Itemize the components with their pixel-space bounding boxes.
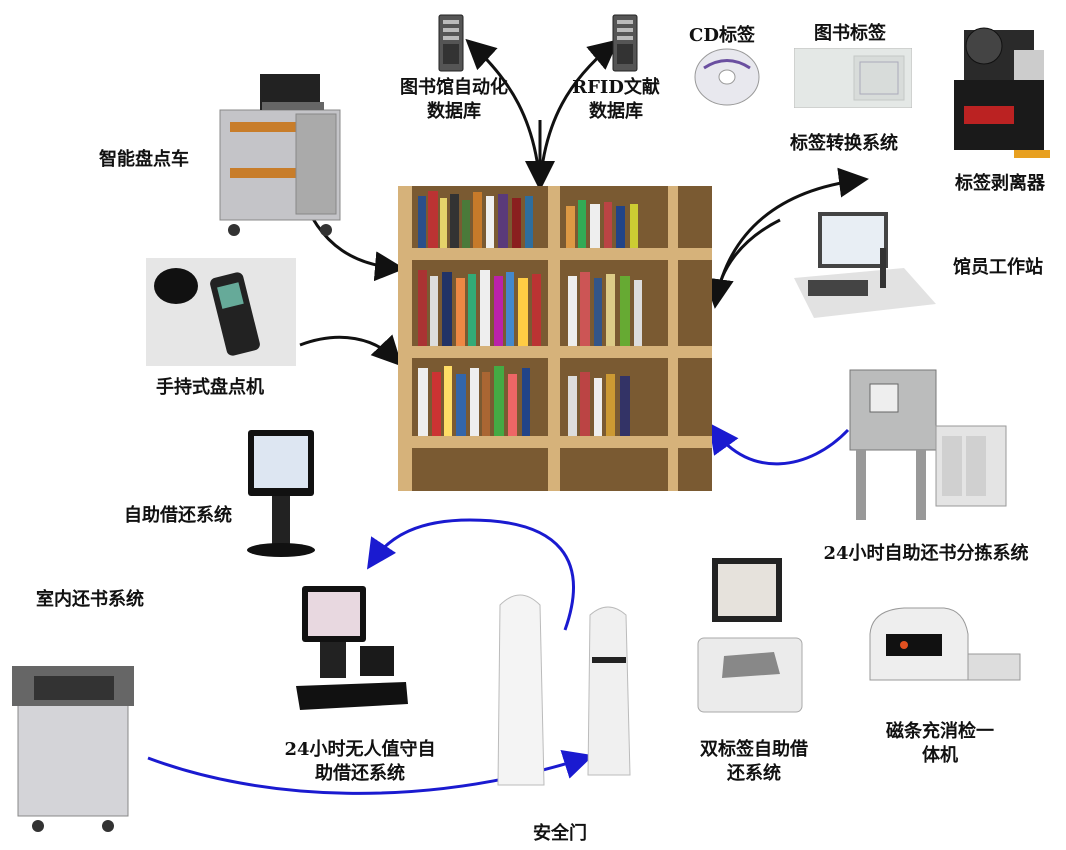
server-icon xyxy=(438,14,464,72)
unattended-kiosk-image xyxy=(296,586,408,710)
sorting-system-label: 24小时自助还书分拣系统 xyxy=(823,543,1029,564)
tag-peeler-label: 标签剥离器 xyxy=(955,173,1045,194)
kiosk-image xyxy=(247,430,315,557)
security-gate-label: 安全门 xyxy=(533,823,587,844)
cd-icon xyxy=(694,48,760,106)
dual-tag-label-line1: 双标签自助借 xyxy=(700,739,808,760)
handheld-reader-image xyxy=(146,258,296,366)
book-tag-label: 图书标签 xyxy=(814,23,886,44)
arrow-loop-gate xyxy=(367,518,575,631)
rfid-db-label-line2: 数据库 xyxy=(589,101,643,122)
rfid-db-label-line1: RFID文献 xyxy=(572,77,660,98)
label-peeler-icon xyxy=(954,27,1050,158)
library-db-label-line2: 数据库 xyxy=(427,101,481,122)
magstripe-device-image xyxy=(869,607,1021,681)
server-icon xyxy=(612,14,638,72)
arrow-handheld-to-shelf xyxy=(299,334,403,367)
workstation-image xyxy=(794,212,936,318)
workstation-label: 馆员工作站 xyxy=(953,257,1043,278)
dual-tag-kiosk-image xyxy=(697,558,803,713)
dual-tag-label-line2: 还系统 xyxy=(727,763,781,784)
inventory-cart-label: 智能盘点车 xyxy=(99,149,189,170)
handheld-label: 手持式盘点机 xyxy=(156,377,264,398)
indoor-return-label: 室内还书系统 xyxy=(36,589,144,610)
arrow-sorting-to-shelf xyxy=(708,422,850,466)
unattended-label-line2: 助借还系统 xyxy=(315,763,405,784)
arrow-to-shelf-right xyxy=(703,218,781,309)
indoor-return-image xyxy=(12,666,134,832)
magstripe-label-line1: 磁条充消检一 xyxy=(886,721,994,742)
cd-tag-label: CD标签 xyxy=(689,25,755,46)
security-gate-image xyxy=(497,594,631,786)
inventory-cart-image xyxy=(219,74,341,236)
label-sheet-icon xyxy=(794,48,912,108)
magstripe-label-line2: 体机 xyxy=(922,745,958,766)
self-checkout-label: 自助借还系统 xyxy=(124,505,232,526)
unattended-label-line1: 24小时无人值守自 xyxy=(284,739,436,760)
library-db-label-line1: 图书馆自动化 xyxy=(400,77,508,98)
tag-converter-label: 标签转换系统 xyxy=(790,133,898,154)
sorting-system-image xyxy=(849,369,1007,520)
bookshelf-image xyxy=(398,186,712,491)
